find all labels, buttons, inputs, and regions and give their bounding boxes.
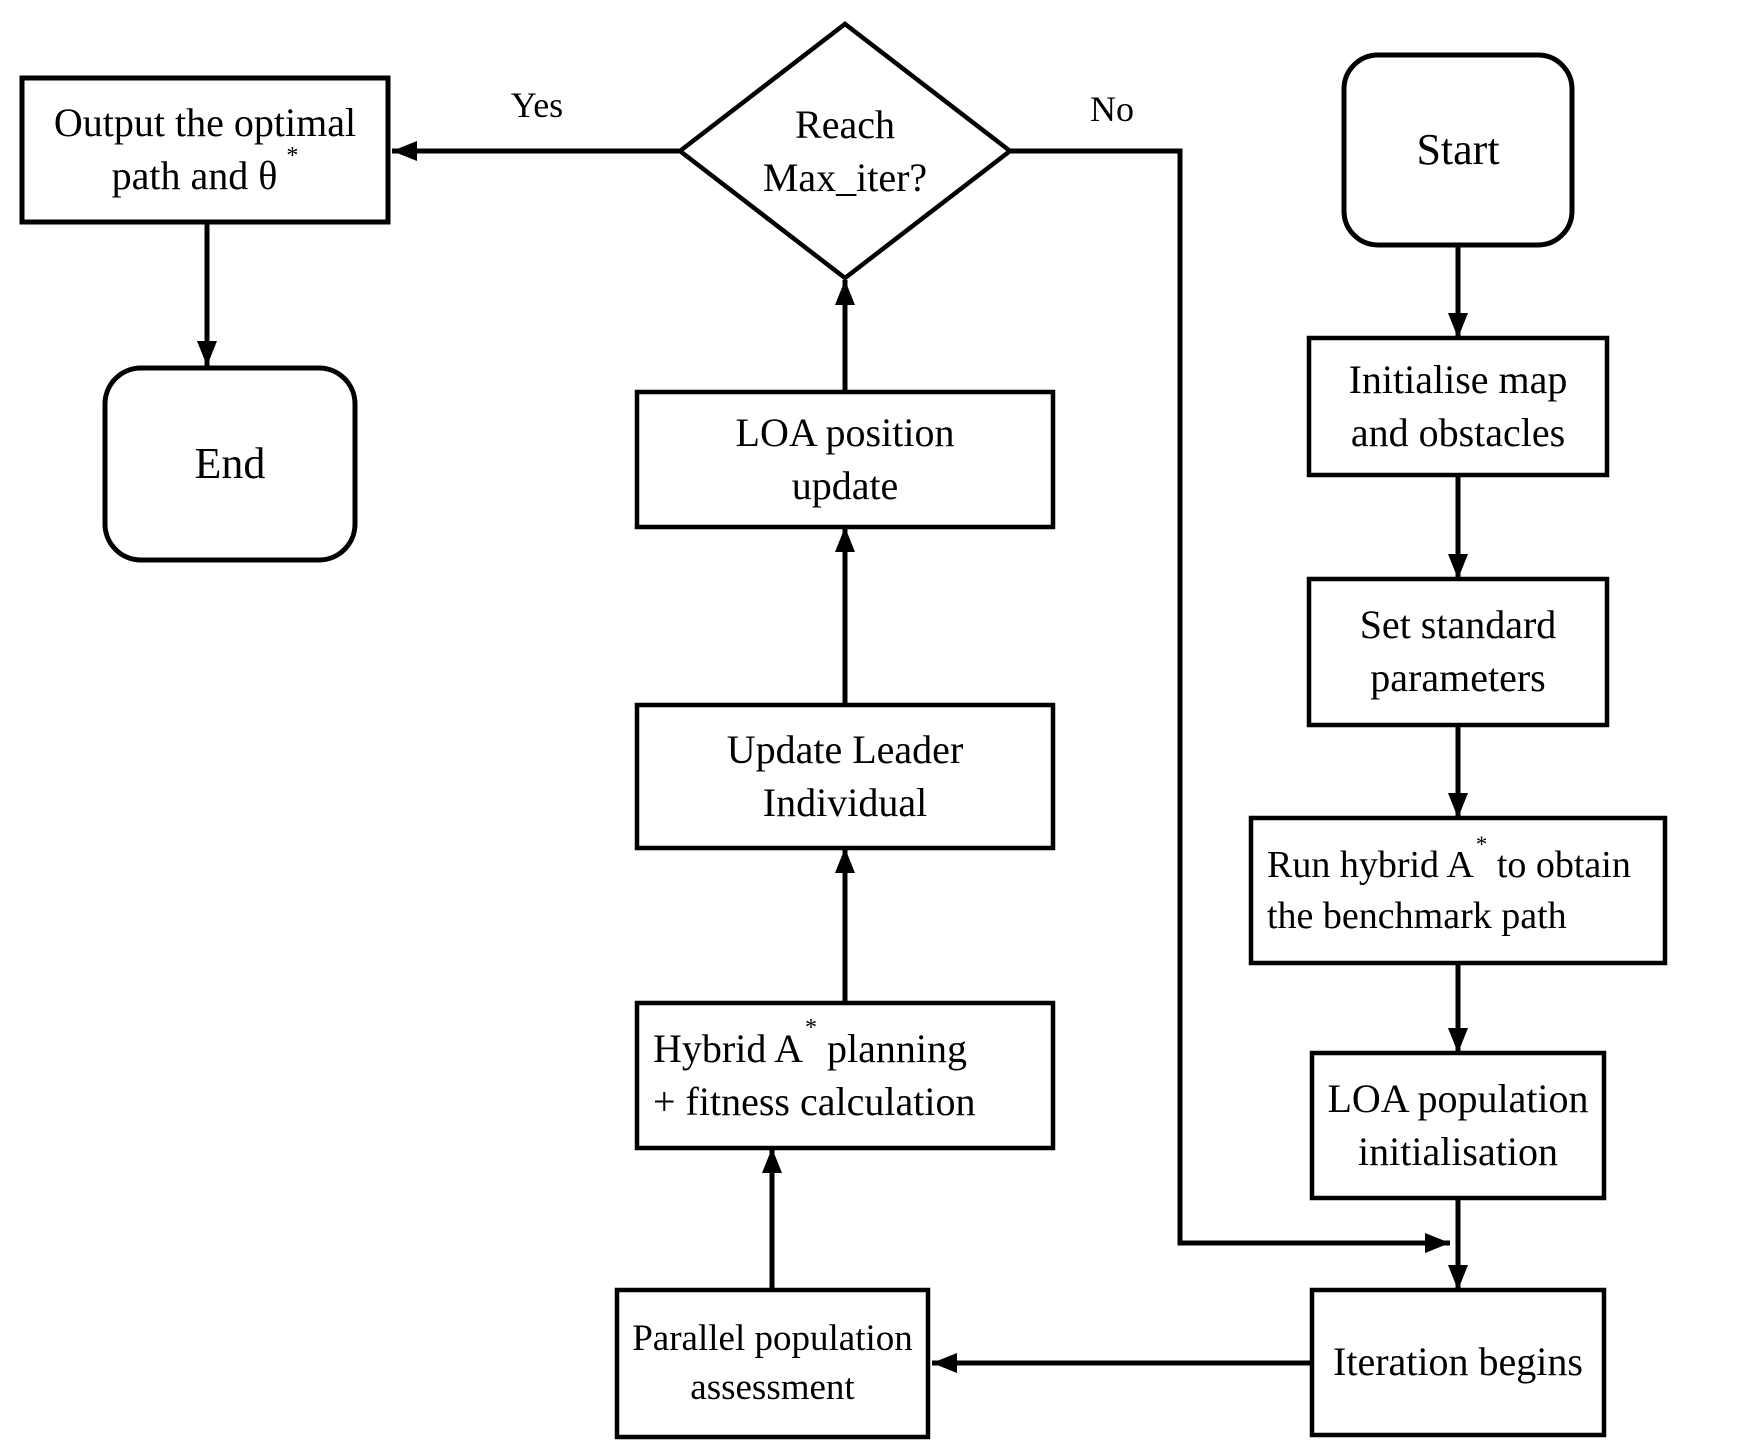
output-optimal-line1-text: Output the optimal xyxy=(53,100,357,146)
update-leader-line1: Update Leader xyxy=(727,724,964,777)
output-optimal-line1: Output the optimal xyxy=(54,97,356,150)
update-leader-line2: Individual xyxy=(763,777,927,830)
no-edge-label: No xyxy=(1062,88,1162,132)
init-map-line1: Initialise map xyxy=(1349,354,1568,407)
loa-pop-line1: LOA population xyxy=(1327,1073,1588,1126)
decision-label: Reach Max_iter? xyxy=(680,88,1010,215)
set-params-line1: Set standard xyxy=(1360,599,1557,652)
loa-position-line2: update xyxy=(792,460,899,513)
init-map-line2-text: and obstacles xyxy=(1350,409,1566,455)
set-params-line1-text: Set standard xyxy=(1359,602,1557,648)
parallel-line2-text: assessment xyxy=(690,1366,855,1408)
output-optimal-label: Output the optimal path and θ * xyxy=(22,78,388,222)
decision-diamond xyxy=(676,21,1014,281)
yes-edge-label: Yes xyxy=(482,84,592,128)
start-label: Start xyxy=(1344,55,1572,245)
hybrid-fitness-box xyxy=(634,1000,1056,1151)
output-optimal-sup-asterisk: * xyxy=(286,142,299,169)
iteration-begins-text: Iteration begins xyxy=(1333,1339,1583,1385)
hybrid-fitness-sup-asterisk: * xyxy=(805,1015,817,1042)
update-leader-box xyxy=(634,702,1056,851)
iteration-begins-box xyxy=(1309,1287,1607,1438)
parallel-assessment-box xyxy=(614,1287,931,1440)
run-hybrid-line1-post: to obtain xyxy=(1487,844,1631,887)
end-label-text: End xyxy=(195,435,266,493)
update-leader-label: Update Leader Individual xyxy=(637,705,1053,848)
init-map-line1-text: Initialise map xyxy=(1348,356,1568,402)
yes-text-wrap: Yes xyxy=(511,82,563,130)
init-map-label: Initialise map and obstacles xyxy=(1309,338,1607,475)
update-leader-line2-text: Individual xyxy=(762,779,928,825)
hybrid-fitness-line1-post: planning xyxy=(817,1025,967,1071)
loa-pop-line1-text: LOA population xyxy=(1327,1075,1589,1121)
decision-line2-text: Max_iter? xyxy=(762,154,928,200)
run-hybrid-label: Run hybrid A* to obtain the benchmark pa… xyxy=(1251,818,1665,963)
hybrid-fitness-line1: Hybrid A* planning xyxy=(653,1016,967,1076)
run-hybrid-box xyxy=(1248,815,1668,966)
end-box xyxy=(102,365,358,563)
loa-position-line1-text: LOA position xyxy=(735,409,955,455)
loa-position-update-box xyxy=(634,389,1056,530)
no-text: No xyxy=(1090,89,1134,130)
run-hybrid-line2-text: the benchmark path xyxy=(1267,894,1567,937)
hybrid-fitness-line2-text: + fitness calculation xyxy=(653,1078,976,1124)
end-label: End xyxy=(105,368,355,560)
loa-position-line2-text: update xyxy=(791,462,899,508)
set-params-box xyxy=(1306,576,1610,728)
init-map-line2: and obstacles xyxy=(1351,407,1565,460)
parallel-assessment-label: Parallel population assessment xyxy=(617,1290,928,1437)
update-leader-line1-text: Update Leader xyxy=(726,726,964,772)
parallel-line1: Parallel population xyxy=(632,1315,913,1364)
decision-line2: Max_iter? xyxy=(763,152,927,205)
loa-pop-init-label: LOA population initialisation xyxy=(1312,1053,1604,1198)
set-params-label: Set standard parameters xyxy=(1309,579,1607,725)
edge-no-path xyxy=(1010,148,1450,1253)
parallel-line2: assessment xyxy=(690,1364,854,1413)
set-params-line2-text: parameters xyxy=(1370,655,1546,700)
iteration-begins-label: Iteration begins xyxy=(1312,1290,1604,1435)
init-map-box xyxy=(1306,335,1610,478)
hybrid-fitness-line1-pre: Hybrid A xyxy=(653,1025,803,1071)
decision-line1: Reach xyxy=(795,99,895,152)
run-hybrid-line1-pre: Run hybrid A xyxy=(1267,844,1474,887)
loa-pop-line2: initialisation xyxy=(1358,1126,1558,1179)
run-hybrid-line1: Run hybrid A* to obtain xyxy=(1267,833,1631,890)
start-box xyxy=(1341,52,1575,248)
yes-text: Yes xyxy=(510,85,564,126)
parallel-line1-text: Parallel population xyxy=(632,1317,913,1359)
loa-position-line1: LOA position xyxy=(736,407,955,460)
output-optimal-box xyxy=(19,75,391,225)
loa-pop-line2-text: initialisation xyxy=(1358,1128,1558,1174)
no-text-wrap: No xyxy=(1090,86,1134,134)
run-hybrid-sup-asterisk: * xyxy=(1475,832,1488,858)
set-params-line2: parameters xyxy=(1370,652,1545,705)
hybrid-fitness-line2: + fitness calculation xyxy=(653,1076,975,1129)
start-label-text: Start xyxy=(1416,121,1499,179)
decision-line1-text: Reach xyxy=(795,101,895,147)
output-optimal-line2-text: path and θ xyxy=(111,153,278,198)
loa-position-update-label: LOA position update xyxy=(637,392,1053,527)
loa-pop-init-box xyxy=(1309,1050,1607,1201)
output-optimal-line2: path and θ * xyxy=(111,144,299,203)
start-text: Start xyxy=(1416,124,1500,174)
end-text: End xyxy=(194,438,266,488)
run-hybrid-line2: the benchmark path xyxy=(1267,891,1567,941)
iteration-begins-text-wrap: Iteration begins xyxy=(1333,1336,1583,1389)
hybrid-fitness-label: Hybrid A* planning + fitness calculation xyxy=(637,1003,1053,1148)
